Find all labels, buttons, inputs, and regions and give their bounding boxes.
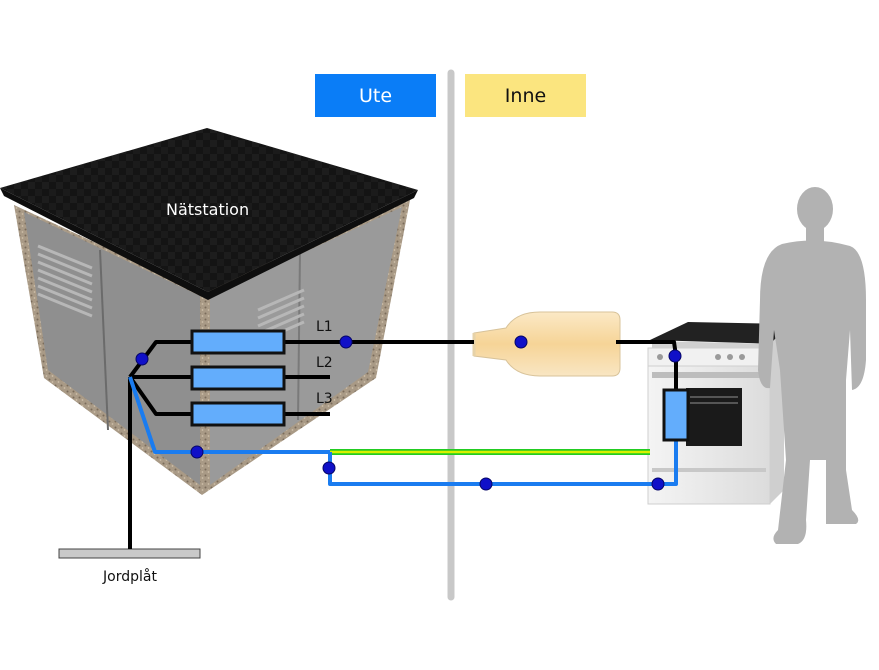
node [339,335,353,349]
node [514,335,528,349]
ground-plate-label: Jordplåt [103,569,157,585]
fuses [190,329,690,442]
connection-nodes [135,335,682,491]
substation-building [0,128,418,495]
phase-label-l2: L2 [316,355,333,371]
outside-zone-label: Ute [315,74,436,117]
fuse-l3 [190,401,286,427]
ground-plate [58,548,201,559]
inside-zone-label: Inne [465,74,586,117]
cable-bushing [472,311,621,377]
node [322,461,336,475]
phase-label-l3: L3 [316,391,333,407]
node [668,349,682,363]
fuse-l2 [190,365,286,391]
phase-label-l1: L1 [316,319,333,335]
substation-label: Nätstation [166,200,250,219]
node [190,445,204,459]
fuse-l1 [190,329,286,355]
phase-conductors [128,340,678,549]
node [479,477,493,491]
node [135,352,149,366]
person-silhouette [758,187,866,544]
stove-fuse [662,388,690,442]
node [651,477,665,491]
